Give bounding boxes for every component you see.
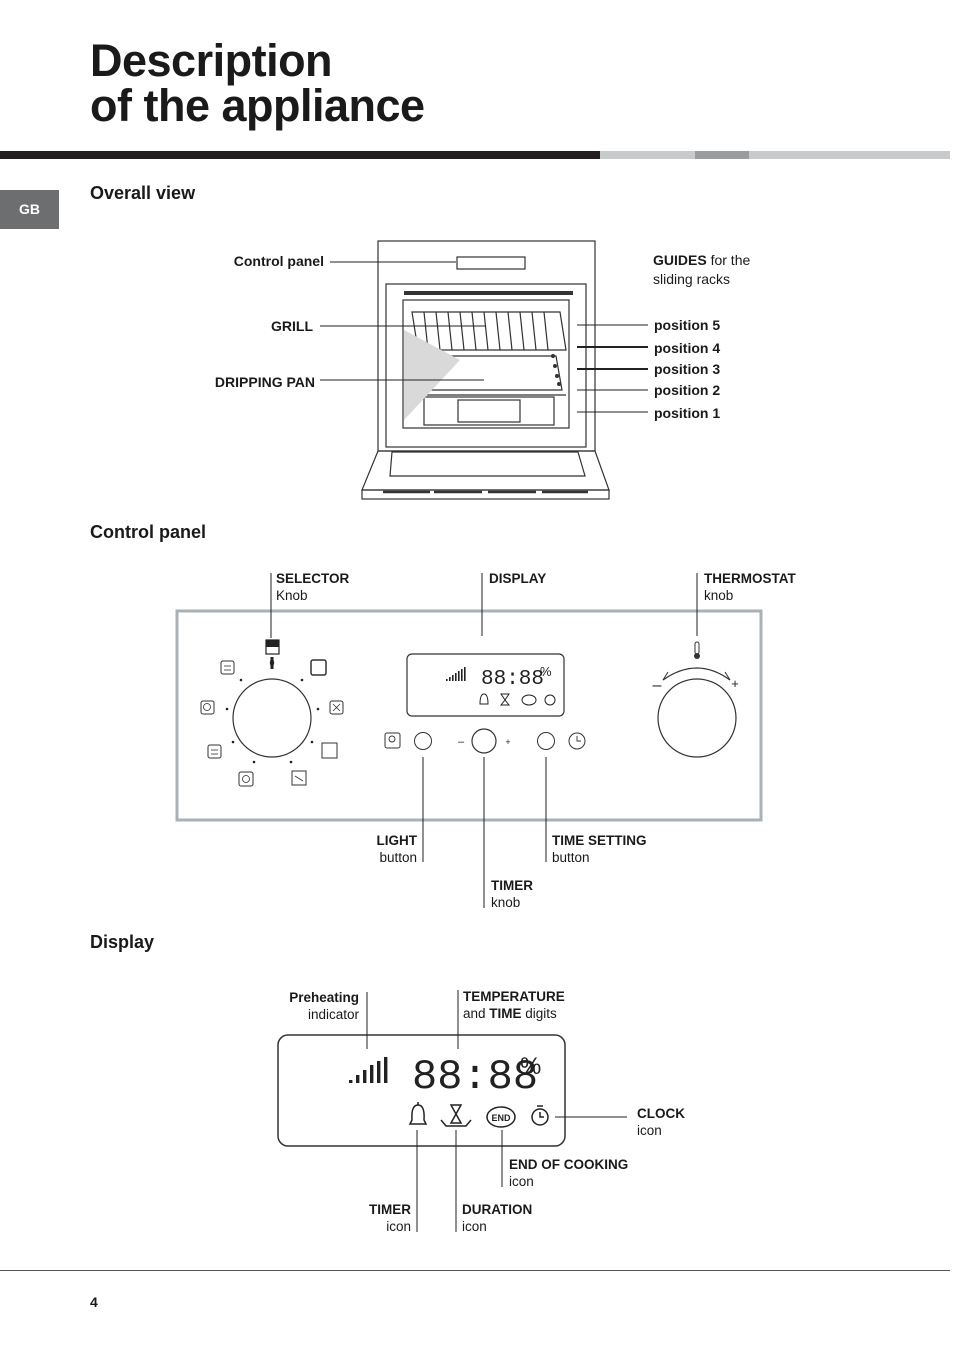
label-grill: GRILL [271, 318, 313, 334]
panel-end-icon [521, 694, 537, 706]
title-line-2: of the appliance [90, 80, 425, 131]
function-icon-2 [310, 659, 327, 676]
label-preheating: Preheating [289, 990, 359, 1005]
label-control-panel: Control panel [233, 253, 324, 269]
label-duration: DURATION [462, 1202, 533, 1217]
panel-display-percent: % [540, 664, 552, 679]
selector-knob [232, 678, 312, 758]
clock-icon [531, 1108, 549, 1126]
display-illustration: 88:88 % END [277, 990, 627, 1232]
panel-hourglass-icon [499, 693, 511, 706]
label-light-sub: button [379, 850, 417, 865]
duration-hourglass-icon [449, 1104, 463, 1124]
timer-plus: + [505, 737, 510, 747]
header-rule-accent [695, 151, 749, 159]
label-position-4: position 4 [654, 340, 721, 356]
function-icon-5 [207, 744, 222, 759]
label-timer-icon-sub: icon [386, 1219, 411, 1234]
label-light: LIGHT [376, 833, 418, 848]
label-selector: SELECTOR [276, 571, 350, 586]
panel-display-window [406, 653, 565, 717]
label-end-of-cooking: END OF COOKING [509, 1157, 629, 1172]
label-end-of-cooking-sub: icon [509, 1174, 534, 1189]
label-clock: CLOCK [637, 1106, 685, 1121]
label-dripping-pan: DRIPPING PAN [214, 374, 315, 390]
section-control-panel: Control panel [90, 522, 206, 542]
label-thermostat: THERMOSTAT [704, 571, 796, 586]
title-line-1: Description [90, 35, 333, 86]
function-icon-7 [238, 771, 254, 787]
end-icon-text: END [491, 1113, 511, 1123]
header-rule-dark [0, 151, 600, 159]
display-percent: % [520, 1053, 541, 1080]
label-thermostat-sub: knob [704, 588, 734, 603]
selector-zero: 0 [269, 658, 274, 668]
oven-control-strip [456, 256, 526, 270]
label-timer-icon: TIMER [369, 1202, 411, 1217]
page-number: 4 [90, 1294, 98, 1310]
label-guides: GUIDES for the [653, 252, 751, 268]
display-window [277, 1034, 566, 1147]
label-position-1: position 1 [654, 405, 721, 421]
oven-illustration [320, 240, 648, 500]
function-icon-3 [200, 700, 215, 715]
control-panel-frame [175, 609, 763, 822]
label-position-3: position 3 [654, 361, 721, 377]
thermostat-minus: – [653, 677, 662, 694]
panel-bell-icon [479, 693, 489, 705]
label-temperature-sub: and TIME digits [463, 1006, 557, 1021]
label-clock-sub: icon [637, 1123, 662, 1138]
thermostat-knob [657, 678, 737, 758]
preheating-indicator-bars [349, 1057, 388, 1083]
label-position-2: position 2 [654, 382, 721, 398]
section-display: Display [90, 932, 155, 952]
page-title: Description of the appliance [90, 38, 425, 128]
panel-clock-icon [544, 694, 556, 706]
function-icon-6 [321, 742, 338, 759]
timer-knob-shape [471, 728, 497, 754]
footer-rule [0, 1270, 950, 1271]
label-position-5: position 5 [654, 317, 721, 333]
header-rule-light [600, 151, 950, 159]
label-timer-knob: TIMER [491, 878, 533, 893]
panel-display-digits: 88:88 [481, 668, 544, 691]
label-time-setting-sub: button [552, 850, 590, 865]
label-duration-sub: icon [462, 1219, 487, 1234]
language-tab: GB [0, 190, 59, 229]
label-temperature: TEMPERATURE [463, 989, 565, 1004]
thermostat-plus: + [731, 676, 739, 691]
light-symbol-icon [384, 732, 401, 749]
function-icon-8 [291, 770, 307, 786]
label-time-setting: TIME SETTING [552, 833, 647, 848]
label-guides-line2: sliding racks [653, 271, 731, 287]
time-setting-button-shape [537, 732, 555, 750]
section-overall-view: Overall view [90, 183, 196, 203]
label-display: DISPLAY [489, 571, 547, 586]
grill-rack [411, 311, 567, 351]
label-preheating-sub: indicator [307, 1007, 359, 1022]
thermometer-icon [694, 641, 700, 655]
display-digits: 88:88 [412, 1053, 538, 1101]
control-panel-illustration: 0 88:88 % – + [175, 573, 763, 908]
label-selector-sub: Knob [276, 588, 308, 603]
end-of-cooking-icon [486, 1106, 516, 1128]
timer-minus: – [458, 736, 465, 748]
oven-door [361, 450, 610, 491]
label-timer-knob-sub: knob [491, 895, 521, 910]
function-icon-1 [220, 660, 235, 675]
light-button-shape [414, 732, 432, 750]
